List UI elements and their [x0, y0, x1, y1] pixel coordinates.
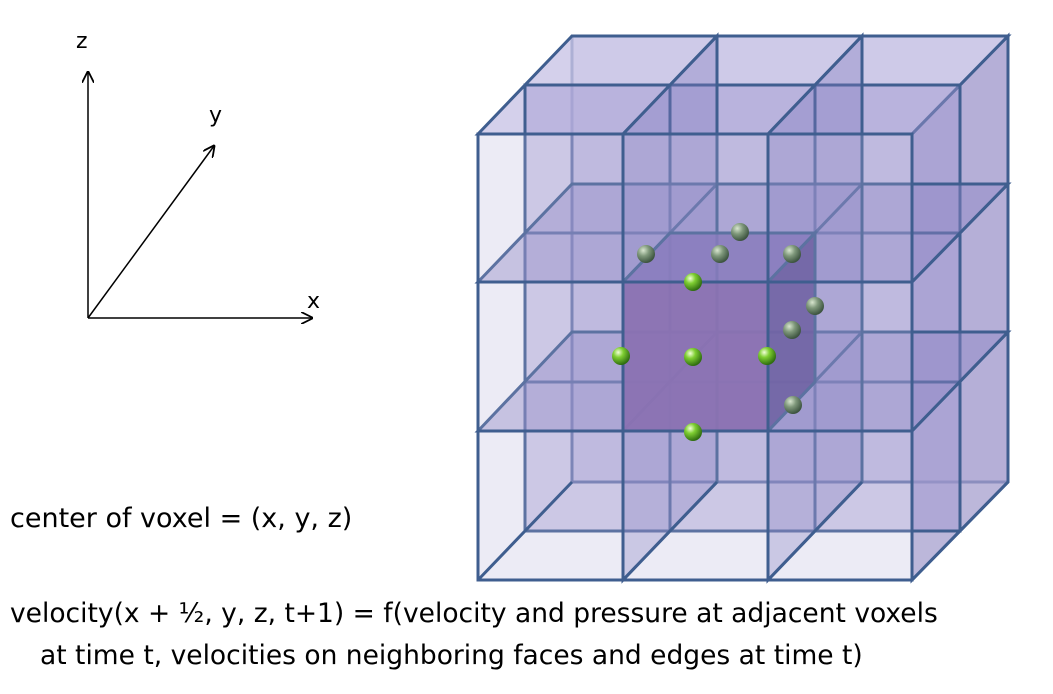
velocity-formula-line-1: velocity(x + ½, y, z, t+1) = f(velocity …: [10, 598, 938, 629]
coordinate-axes: z y x: [76, 29, 320, 318]
sphere-grey-5: [806, 297, 824, 315]
sphere-green-center: [684, 348, 702, 366]
voxel-grid: [474, 32, 1012, 584]
velocity-points: [612, 223, 824, 441]
sphere-grey-6: [783, 321, 801, 339]
sphere-grey-1: [731, 223, 749, 241]
voxel-center-caption: center of voxel = (x, y, z): [10, 503, 353, 534]
x-axis-label: x: [307, 289, 320, 314]
sphere-grey-3: [711, 245, 729, 263]
sphere-grey-2: [637, 245, 655, 263]
sphere-grey-4: [783, 245, 801, 263]
sphere-green-top: [684, 273, 702, 291]
velocity-formula-line-2: at time t, velocities on neighboring fac…: [40, 640, 863, 671]
y-axis-arrow: [87, 146, 214, 319]
y-axis-label: y: [209, 103, 222, 128]
sphere-green-bottom: [684, 423, 702, 441]
sphere-green-left: [612, 347, 630, 365]
sphere-green-right: [758, 347, 776, 365]
sphere-grey-7: [784, 396, 802, 414]
z-axis-label: z: [76, 29, 88, 54]
